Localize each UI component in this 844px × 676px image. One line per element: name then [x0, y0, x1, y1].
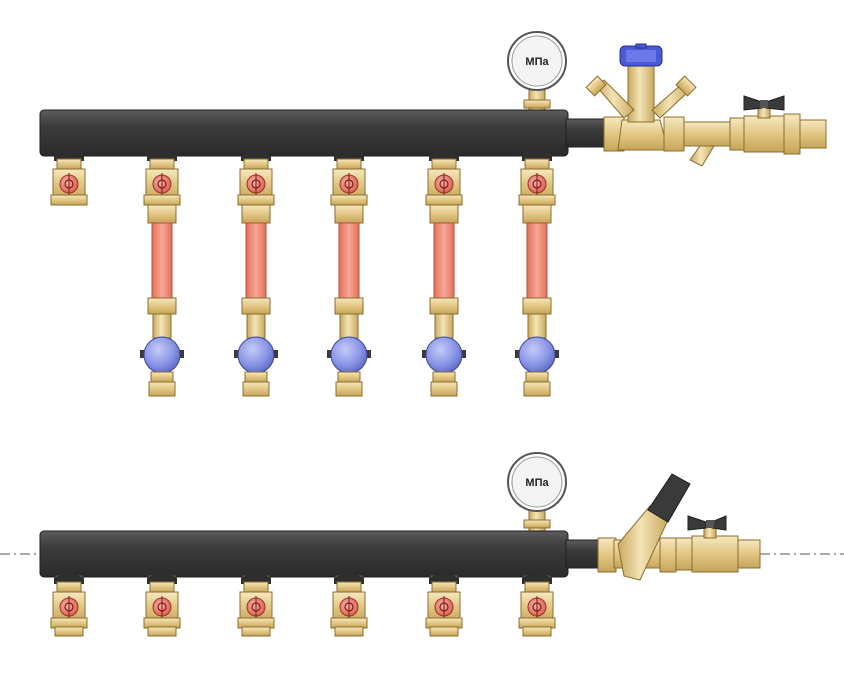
- ball-valve-icon: [515, 336, 559, 374]
- red-dial-icon: [527, 596, 547, 618]
- balancing-valve: [585, 43, 697, 152]
- red-dial-icon: [434, 173, 454, 195]
- pressure-gauge-bottom: МПа: [507, 452, 567, 532]
- outlet-bottom-6: [518, 574, 556, 637]
- red-dial-icon: [339, 173, 359, 195]
- outlet-top-4: [327, 151, 371, 397]
- outlet-bottom-4: [330, 574, 368, 637]
- red-dial-icon: [59, 596, 79, 618]
- outlet-top-3: [234, 151, 278, 397]
- ball-valve-bottom: [675, 515, 761, 573]
- red-dial-icon: [59, 173, 79, 195]
- flow-meter-tube: [151, 222, 173, 300]
- strainer-top: [683, 121, 735, 167]
- flow-meter-tube: [526, 222, 548, 300]
- red-dial-icon: [246, 173, 266, 195]
- strainer-bottom: [597, 473, 691, 581]
- red-dial-icon: [152, 596, 172, 618]
- ball-valve-icon: [234, 336, 278, 374]
- top-outlets: [50, 151, 559, 397]
- red-dial-icon: [434, 596, 454, 618]
- outlet-top-1: [50, 151, 88, 206]
- flow-meter-tube: [433, 222, 455, 300]
- ball-valve-icon: [140, 336, 184, 374]
- outlet-top-5: [422, 151, 466, 397]
- gauge-unit-label: МПа: [525, 477, 549, 489]
- top-manifold: МПа: [39, 31, 827, 397]
- red-dial-icon: [339, 596, 359, 618]
- outlet-bottom-5: [425, 574, 463, 637]
- manifold-pipe-top: [39, 109, 569, 157]
- flow-meter-tube: [338, 222, 360, 300]
- flow-meter-tube: [245, 222, 267, 300]
- ball-valve-top: [729, 95, 827, 155]
- outlet-top-6: [515, 151, 559, 397]
- outlet-bottom-3: [237, 574, 275, 637]
- bottom-manifold: МПа: [39, 452, 761, 637]
- outlet-bottom-1: [50, 574, 88, 637]
- ball-valve-icon: [422, 336, 466, 374]
- red-dial-icon: [246, 596, 266, 618]
- red-dial-icon: [152, 173, 172, 195]
- manifold-pipe-bottom: [39, 530, 569, 578]
- gauge-unit-label: МПа: [525, 56, 549, 68]
- outlet-top-2: [140, 151, 184, 397]
- ball-valve-icon: [327, 336, 371, 374]
- red-dial-icon: [527, 173, 547, 195]
- bottom-outlets: [50, 574, 556, 637]
- pressure-gauge-top: МПа: [507, 31, 567, 111]
- outlet-bottom-2: [143, 574, 181, 637]
- manifold-neck-top: [565, 118, 609, 148]
